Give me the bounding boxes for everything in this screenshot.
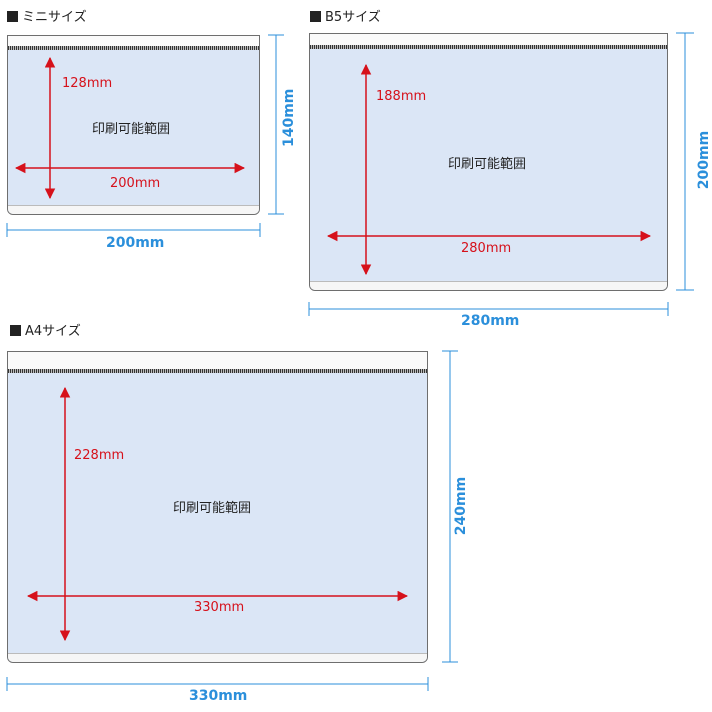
a4-size-title: A4サイズ <box>10 320 81 339</box>
b5-print-area-label: 印刷可能範囲 <box>448 157 527 172</box>
a4-size-pouch <box>7 351 428 663</box>
a4-outer-width: 330mm <box>189 688 248 704</box>
mini-print-area-label: 印刷可能範囲 <box>92 122 171 137</box>
mini-outer-width: 200mm <box>106 235 165 251</box>
pouch-bottom-edge <box>8 653 427 662</box>
zipper-teeth <box>310 45 667 49</box>
b5-outer-height-line <box>676 32 694 291</box>
zipper-teeth <box>8 369 427 373</box>
mini-size-title: ミニサイズ <box>7 6 87 25</box>
square-bullet-icon <box>310 11 321 22</box>
a4-print-width: 330mm <box>194 600 245 615</box>
pouch-bottom-edge <box>310 281 667 290</box>
mini-print-height: 128mm <box>62 76 113 91</box>
b5-outer-width: 280mm <box>461 313 520 329</box>
mini-outer-height-line <box>268 34 284 215</box>
a4-outer-width-line <box>6 677 429 691</box>
b5-print-height: 188mm <box>376 89 427 104</box>
b5-print-width: 280mm <box>461 241 512 256</box>
a4-print-height: 228mm <box>74 448 125 463</box>
a4-print-area-label: 印刷可能範囲 <box>173 501 252 516</box>
b5-size-title: B5サイズ <box>310 6 381 25</box>
zipper-teeth <box>8 46 259 50</box>
pouch-bottom-edge <box>8 205 259 214</box>
b5-outer-width-line <box>308 302 669 316</box>
mini-print-width: 200mm <box>110 176 161 191</box>
a4-outer-height-line <box>442 350 458 663</box>
square-bullet-icon <box>10 325 21 336</box>
mini-outer-width-line <box>6 223 261 237</box>
square-bullet-icon <box>7 11 18 22</box>
